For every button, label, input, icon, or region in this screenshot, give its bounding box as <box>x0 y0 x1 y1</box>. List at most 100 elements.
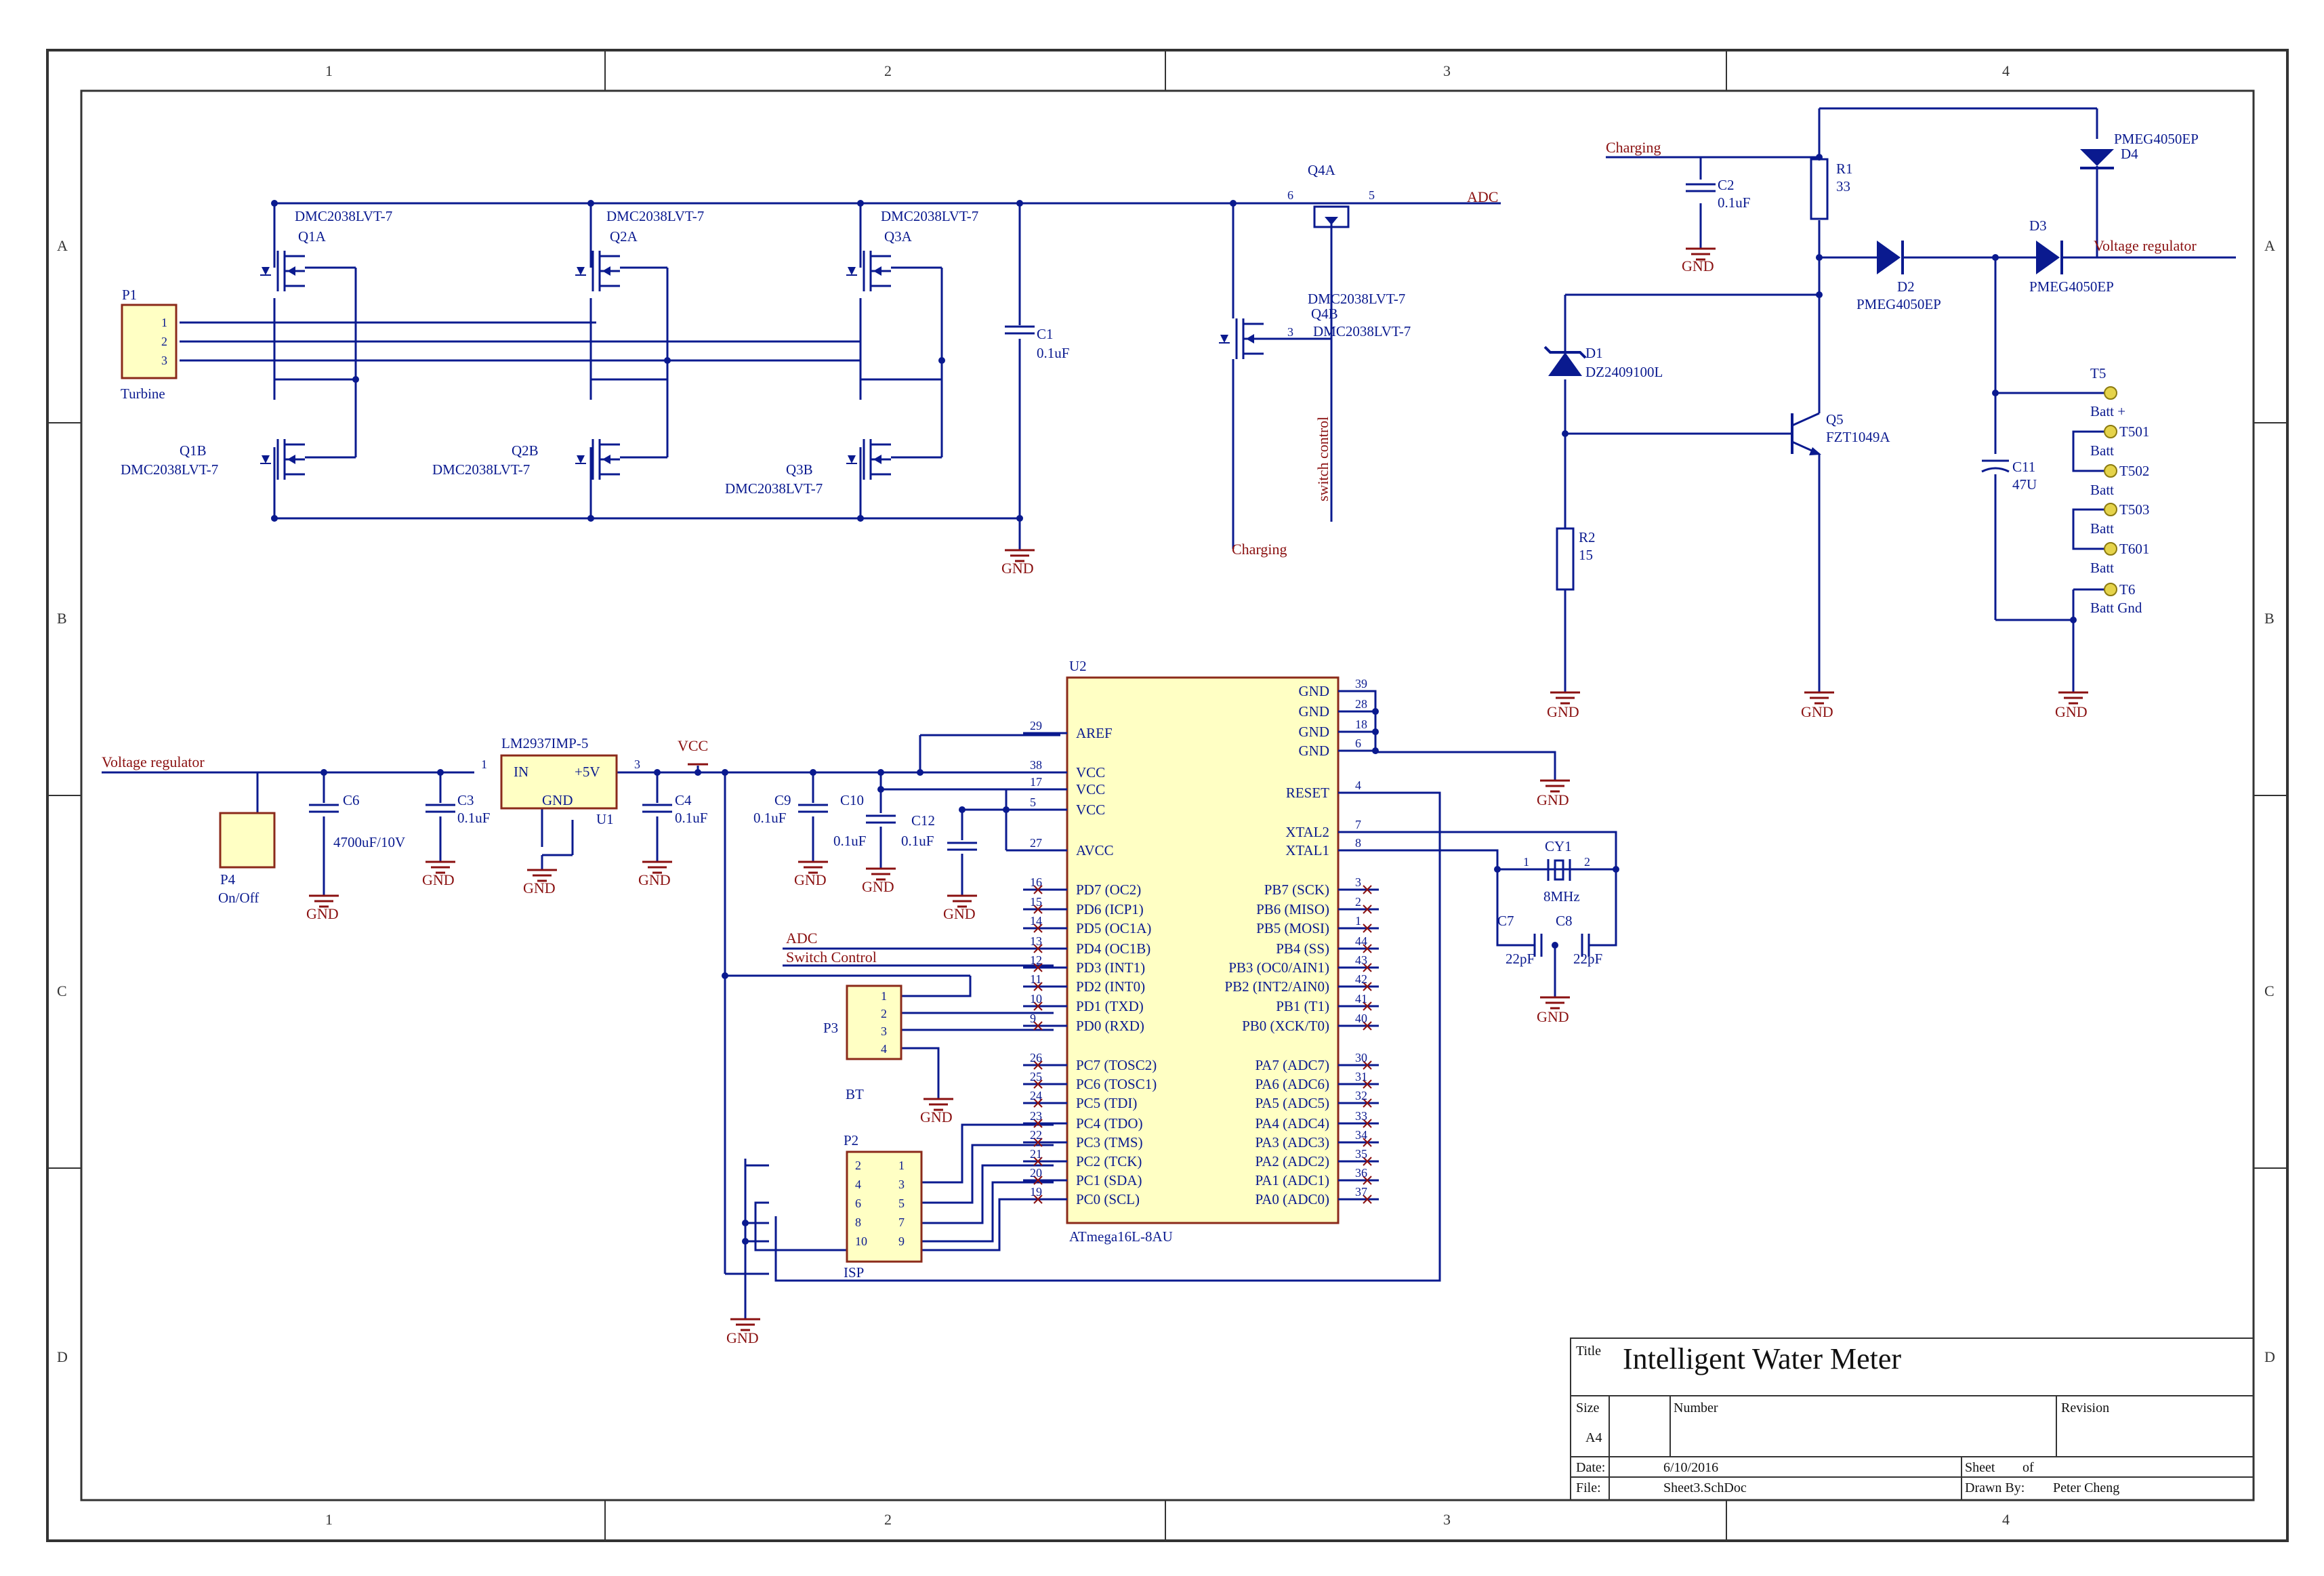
u2-pin-number: 17 <box>1030 775 1042 789</box>
r2-ref: R2 <box>1579 529 1596 545</box>
u1-pin-gnd: GND <box>542 792 573 808</box>
zone-row-c-right: C <box>2264 982 2275 999</box>
u2-pin-number: 13 <box>1030 934 1042 948</box>
u2-pin-name: GND <box>1299 683 1330 699</box>
file-value: Sheet3.SchDoc <box>1663 1480 1747 1495</box>
u2-pin-number: 27 <box>1030 836 1042 850</box>
u2-pin-name: PB5 (MOSI) <box>1256 920 1329 936</box>
net-label-charging-q4: Charging <box>1232 541 1287 558</box>
u2-pin-number: 3 <box>1355 875 1361 889</box>
q4b-pin-3: 3 <box>1287 325 1293 339</box>
p2-pin-6: 6 <box>855 1197 861 1210</box>
gnd-c3-label: GND <box>422 871 455 888</box>
t502-value: Batt <box>2090 482 2114 498</box>
zone-row-d-right: D <box>2264 1348 2275 1365</box>
gnd-c9-label: GND <box>794 871 827 888</box>
q1b-part: DMC2038LVT-7 <box>121 461 218 478</box>
mosfet-q3b: Q3B DMC2038LVT-7 <box>725 438 892 497</box>
capacitor-c2: C2 0.1uF GND <box>1682 177 1750 274</box>
t601-ref: T601 <box>2119 541 2149 557</box>
diode-d3: D3 PMEG4050EP <box>2029 217 2114 295</box>
u2-pin-39: 39 GND <box>1299 677 1375 699</box>
mosfet-q4b: DMC2038LVT-7 Q4B DMC2038LVT-7 3 <box>1218 291 1411 360</box>
vcc-flag: VCC <box>678 737 708 766</box>
u2-pin-number: 44 <box>1355 934 1367 948</box>
gnd-d1: GND <box>1547 676 1581 720</box>
d4-ref: D4 <box>2121 146 2138 162</box>
q2b-part: DMC2038LVT-7 <box>432 461 530 478</box>
p3-pin-1: 1 <box>881 989 887 1003</box>
p3-pin-3: 3 <box>881 1024 887 1038</box>
u2-pin-name: PA2 (ADC2) <box>1256 1153 1330 1169</box>
sheet-title: Intelligent Water Meter <box>1623 1342 1901 1375</box>
u2-pin-name: PD3 (INT1) <box>1076 959 1145 976</box>
zone-col-2-bottom: 2 <box>884 1511 892 1528</box>
net-label-switch-control-vertical: switch control <box>1314 417 1331 501</box>
date-value: 6/10/2016 <box>1663 1460 1718 1475</box>
p2-pin-4: 4 <box>855 1178 861 1191</box>
c1-ref: C1 <box>1037 326 1054 342</box>
net-label-adc-bottom: ADC <box>786 930 817 947</box>
q4a-pin-6: 6 <box>1287 188 1293 202</box>
testpoint-t5: T5 Batt + <box>2090 365 2125 419</box>
crystal-cy1: 1 2 CY1 8MHz <box>1523 838 1590 905</box>
p4-value: On/Off <box>218 890 259 906</box>
u2-pin-name: XTAL2 <box>1285 824 1329 840</box>
u2-pin-name: PA5 (ADC5) <box>1256 1095 1330 1111</box>
c9-value: 0.1uF <box>753 810 786 826</box>
u1-pin-in: IN <box>514 764 528 780</box>
size-value: A4 <box>1585 1430 1602 1445</box>
c1-value: 0.1uF <box>1037 345 1069 361</box>
t5-ref: T5 <box>2090 365 2106 381</box>
u2-pin-name: XTAL1 <box>1285 842 1329 858</box>
c7-value: 22pF <box>1506 951 1535 967</box>
gnd-u2: GND <box>1537 764 1571 808</box>
sheet-frame <box>46 49 2289 1542</box>
resistor-r1: R1 33 <box>1810 158 1853 220</box>
p3-value: BT <box>846 1086 864 1102</box>
u2-pin-number: 9 <box>1030 1012 1036 1025</box>
d2-ref: D2 <box>1897 278 1915 295</box>
testpoint-t6: T6 Batt Gnd <box>2090 581 2142 616</box>
gnd-crystal-label: GND <box>1537 1008 1569 1025</box>
t6-ref: T6 <box>2119 581 2135 598</box>
zone-row-c-left: C <box>57 982 67 999</box>
u2-pin-number: 43 <box>1355 953 1367 967</box>
r1-value: 33 <box>1836 178 1850 194</box>
q4b-ref: Q4B <box>1311 306 1338 322</box>
c2-value: 0.1uF <box>1718 194 1750 211</box>
transistor-q5: Q5 FZT1049A <box>1791 411 1890 455</box>
u2-pin-name: PA0 (ADC0) <box>1256 1191 1330 1207</box>
u2-pin-number: 39 <box>1355 677 1367 690</box>
testpoint-t503: T503 Batt <box>2090 501 2149 537</box>
q4b-part: DMC2038LVT-7 <box>1308 291 1405 307</box>
u2-pin-number: 32 <box>1355 1089 1367 1102</box>
connector-p1: P1 Turbine 1 2 3 <box>121 287 178 402</box>
regulator-u1: LM2937IMP-5 IN +5V GND U1 1 3 GND <box>481 735 640 896</box>
u2-pin-name: PA4 (ADC4) <box>1256 1115 1330 1132</box>
u2-pin-name: PD0 (RXD) <box>1076 1018 1144 1034</box>
gnd-p2: GND <box>726 1303 762 1346</box>
p2-pin-1: 1 <box>898 1159 905 1172</box>
gnd-c2-label: GND <box>1682 257 1714 274</box>
c11-value: 47U <box>2012 476 2037 493</box>
u2-pin-name: VCC <box>1076 802 1105 818</box>
net-label-charging-top: Charging <box>1606 139 1661 156</box>
p3-ref: P3 <box>823 1020 838 1036</box>
net-label-voltage-regulator-right: Voltage regulator <box>2094 237 2197 254</box>
u2-pin-number: 15 <box>1030 895 1042 909</box>
u2-pin-name: PD2 (INT0) <box>1076 978 1145 995</box>
